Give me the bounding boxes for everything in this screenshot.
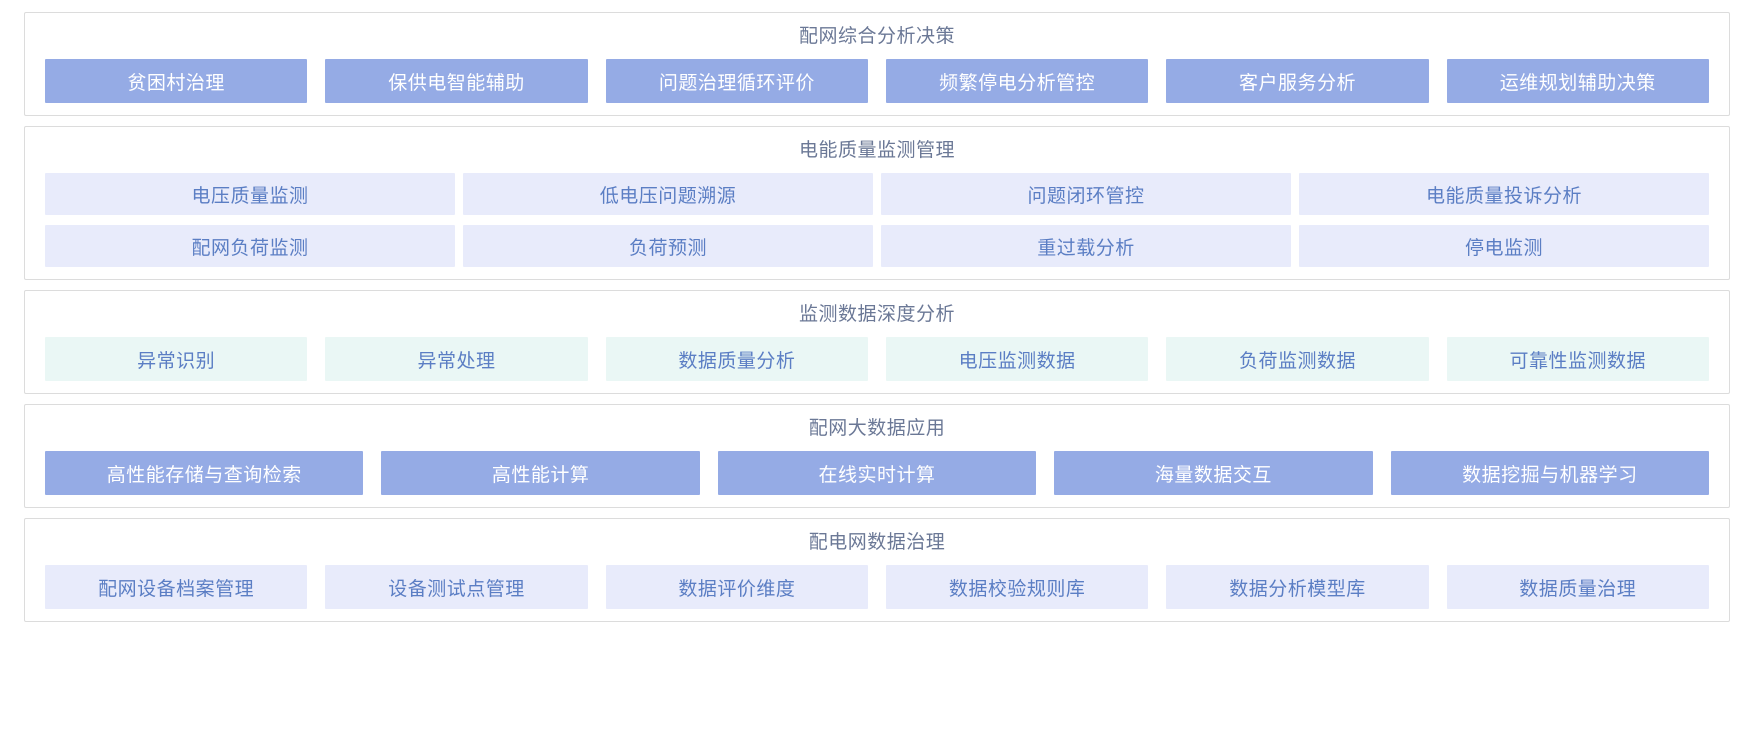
tile-row: 配网负荷监测负荷预测重过载分析停电监测 [45,225,1709,267]
module-tile[interactable]: 配网负荷监测 [45,225,455,267]
module-tile[interactable]: 在线实时计算 [717,451,1037,495]
module-tile[interactable]: 数据挖掘与机器学习 [1390,451,1710,495]
module-tile[interactable]: 电能质量投诉分析 [1299,173,1709,215]
module-tile[interactable]: 海量数据交互 [1054,451,1373,495]
module-tile[interactable]: 数据校验规则库 [885,565,1149,609]
panel-monitoring-data-deep-analysis: 监测数据深度分析异常识别异常处理数据质量分析电压监测数据负荷监测数据可靠性监测数… [24,290,1730,394]
panel-title-distribution-network-big-data-application: 配网大数据应用 [808,418,946,439]
module-tile[interactable]: 保供电智能辅助 [325,59,588,103]
module-tile[interactable]: 贫困村治理 [45,59,308,103]
module-tile[interactable]: 数据质量分析 [605,337,868,381]
tile-row: 高性能存储与查询检索高性能计算在线实时计算海量数据交互数据挖掘与机器学习 [45,451,1710,495]
module-tile[interactable]: 异常识别 [45,337,308,381]
panel-title-monitoring-data-deep-analysis: 监测数据深度分析 [798,304,955,325]
tile-row: 异常识别异常处理数据质量分析电压监测数据负荷监测数据可靠性监测数据 [45,337,1709,381]
module-tile[interactable]: 停电监测 [1299,225,1709,267]
panel-title-distribution-network-data-governance: 配电网数据治理 [808,532,946,553]
module-tile[interactable]: 问题闭环管控 [881,173,1291,215]
module-tile[interactable]: 高性能存储与查询检索 [45,451,364,495]
module-tile[interactable]: 客户服务分析 [1166,59,1429,103]
tile-row: 贫困村治理保供电智能辅助问题治理循环评价频繁停电分析管控客户服务分析运维规划辅助… [45,59,1709,103]
module-tile[interactable]: 数据分析模型库 [1166,565,1429,609]
panel-distribution-network-data-governance: 配电网数据治理配网设备档案管理设备测试点管理数据评价维度数据校验规则库数据分析模… [24,518,1730,622]
panel-distribution-network-big-data-application: 配网大数据应用高性能存储与查询检索高性能计算在线实时计算海量数据交互数据挖掘与机… [24,404,1730,508]
module-tile[interactable]: 负荷监测数据 [1166,337,1429,381]
module-tile[interactable]: 配网设备档案管理 [45,565,308,609]
panel-title-comprehensive-analysis-decision: 配网综合分析决策 [798,26,955,47]
module-tile[interactable]: 负荷预测 [463,225,873,267]
module-tile[interactable]: 可靠性监测数据 [1446,337,1709,381]
panel-comprehensive-analysis-decision: 配网综合分析决策贫困村治理保供电智能辅助问题治理循环评价频繁停电分析管控客户服务… [24,12,1730,116]
module-tile[interactable]: 异常处理 [325,337,588,381]
module-tile[interactable]: 设备测试点管理 [325,565,588,609]
module-tile[interactable]: 高性能计算 [381,451,700,495]
module-tile[interactable]: 低电压问题溯源 [463,173,873,215]
panel-title-power-quality-monitoring-management: 电能质量监测管理 [798,140,955,161]
module-tile[interactable]: 频繁停电分析管控 [885,59,1149,103]
module-tile[interactable]: 数据评价维度 [605,565,868,609]
module-tile[interactable]: 电压质量监测 [45,173,455,215]
module-tile[interactable]: 数据质量治理 [1446,565,1709,609]
module-tile[interactable]: 电压监测数据 [885,337,1149,381]
tile-row: 电压质量监测低电压问题溯源问题闭环管控电能质量投诉分析 [45,173,1709,215]
module-tile[interactable]: 运维规划辅助决策 [1446,59,1709,103]
panel-power-quality-monitoring-management: 电能质量监测管理电压质量监测低电压问题溯源问题闭环管控电能质量投诉分析配网负荷监… [24,126,1730,280]
module-tile[interactable]: 重过载分析 [881,225,1291,267]
tile-row: 配网设备档案管理设备测试点管理数据评价维度数据校验规则库数据分析模型库数据质量治… [45,565,1709,609]
module-tile[interactable]: 问题治理循环评价 [605,59,868,103]
